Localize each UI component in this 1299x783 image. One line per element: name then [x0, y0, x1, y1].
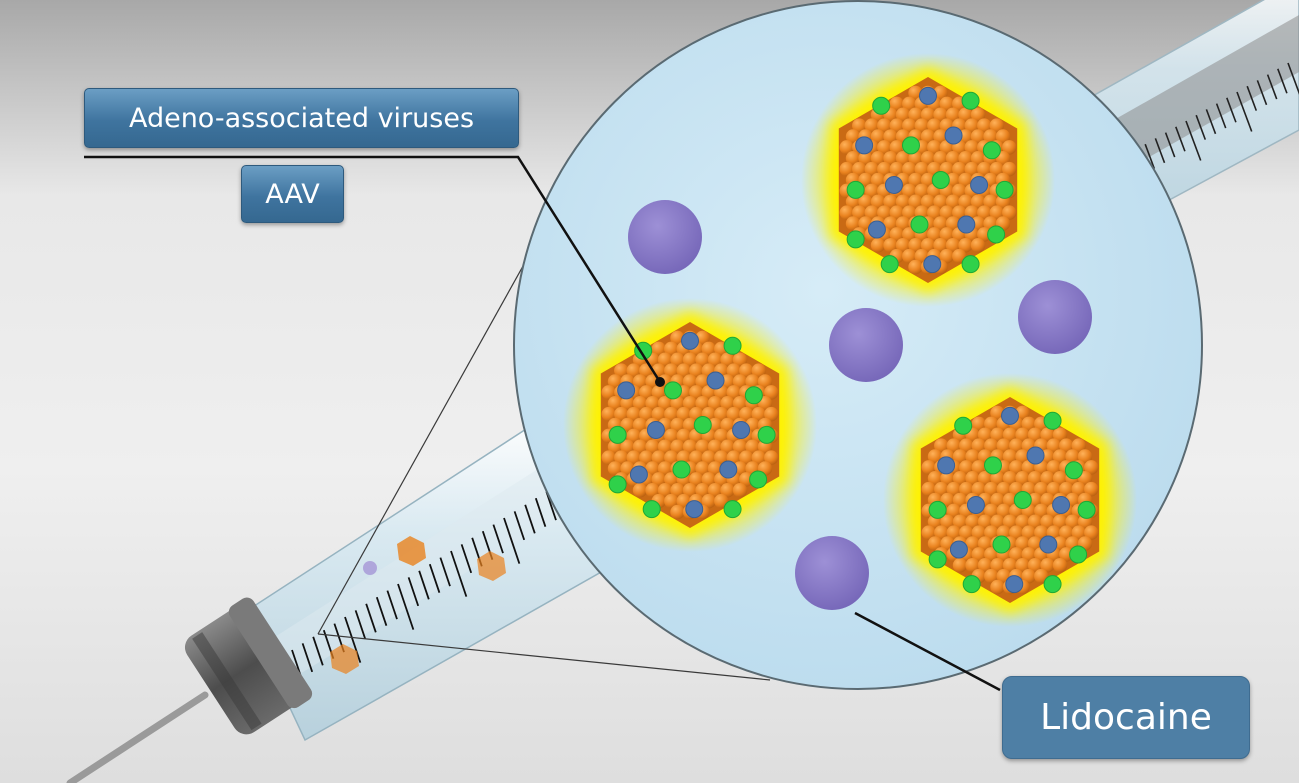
lidocaine-molecule-icon [628, 200, 702, 274]
lidocaine-molecule-icon [1018, 280, 1092, 354]
lidocaine-molecule-icon [829, 308, 903, 382]
virus-capsid-icon [801, 53, 1055, 307]
virus-capsid-icon [563, 298, 817, 552]
label-aav: AAV [241, 165, 344, 223]
small-lidocaine [363, 561, 377, 575]
label-lidocaine: Lidocaine [1002, 676, 1250, 759]
lidocaine-molecule-icon [795, 536, 869, 610]
label-adeno-associated-viruses: Adeno-associated viruses [84, 88, 519, 148]
virus-capsid-icon [883, 373, 1137, 627]
leader-dot-aav [655, 377, 665, 387]
